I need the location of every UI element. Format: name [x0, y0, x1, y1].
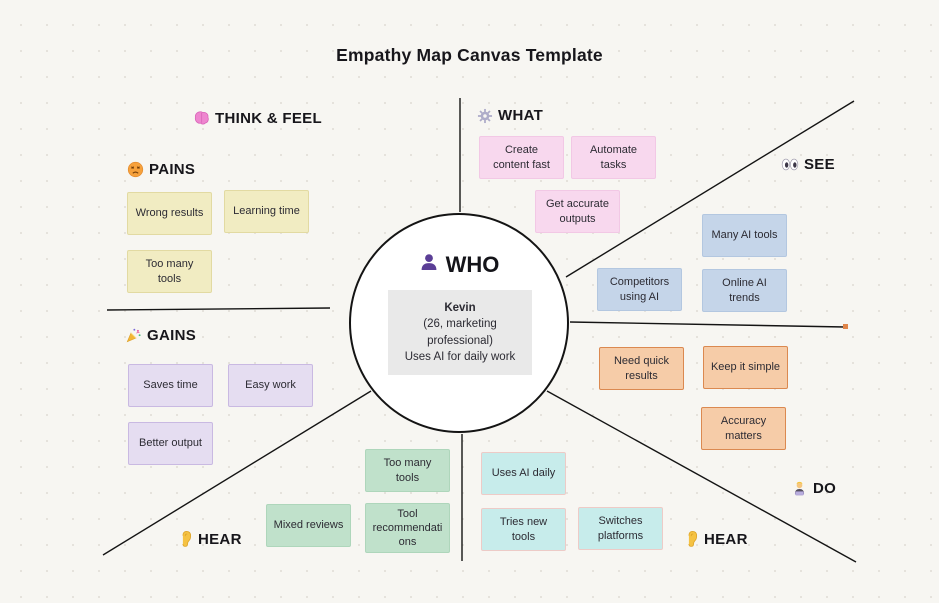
- connector-endpoint-dot: [843, 324, 848, 329]
- sticky-note-do[interactable]: Need quick results: [599, 347, 684, 390]
- section-header-do[interactable]: DO: [791, 480, 836, 497]
- sticky-note-hear[interactable]: Mixed reviews: [266, 504, 351, 547]
- sticky-note-see[interactable]: Online AI trends: [702, 269, 787, 312]
- persona-card[interactable]: Kevin (26, marketing professional) Uses …: [388, 290, 532, 375]
- sticky-note-what[interactable]: Create content fast: [479, 136, 564, 179]
- section-header-hear-left[interactable]: HEAR: [180, 530, 242, 548]
- sticky-note-hear[interactable]: Tries new tools: [481, 508, 566, 551]
- sticky-note-hear[interactable]: Switches platforms: [578, 507, 663, 550]
- sticky-note-what[interactable]: Get accurate outputs: [535, 190, 620, 233]
- sticky-note-pains[interactable]: Wrong results: [127, 192, 212, 235]
- sticky-note-see[interactable]: Many AI tools: [702, 214, 787, 257]
- sticky-note-pains[interactable]: Learning time: [224, 190, 309, 233]
- brain-icon: [193, 110, 210, 127]
- sticky-note-hear[interactable]: Too many tools: [365, 449, 450, 492]
- sticky-note-gains[interactable]: Easy work: [228, 364, 313, 407]
- persona-name: Kevin: [444, 302, 476, 315]
- section-header-label: HEAR: [704, 530, 748, 548]
- section-header-label: DO: [813, 480, 837, 497]
- sticky-note-hear[interactable]: Uses AI daily: [481, 452, 566, 495]
- sticky-note-gains[interactable]: Saves time: [128, 364, 213, 407]
- party-popper-icon: [125, 327, 142, 344]
- technologist-icon: [791, 480, 808, 497]
- section-header-who: WHO: [351, 252, 567, 278]
- ear-icon: [180, 530, 193, 548]
- section-header-label: WHO: [445, 252, 500, 277]
- sticky-note-gains[interactable]: Better output: [128, 422, 213, 465]
- section-header-gains[interactable]: GAINS: [125, 327, 196, 344]
- section-header-label: SEE: [804, 156, 835, 173]
- section-header-think-feel[interactable]: THINK & FEEL: [193, 110, 322, 127]
- eyes-icon: [781, 157, 799, 172]
- sticky-note-do[interactable]: Keep it simple: [703, 346, 788, 389]
- section-header-hear-right[interactable]: HEAR: [686, 530, 748, 548]
- page-title[interactable]: Empathy Map Canvas Template: [336, 45, 603, 65]
- who-circle[interactable]: WHO Kevin (26, marketing professional) U…: [349, 213, 569, 433]
- sticky-note-hear[interactable]: Tool recommendations: [365, 503, 450, 553]
- section-header-label: GAINS: [147, 327, 197, 344]
- sticky-note-pains[interactable]: Too many tools: [127, 250, 212, 293]
- section-header-label: HEAR: [198, 530, 242, 548]
- persona-usage: Uses AI for daily work: [404, 350, 516, 363]
- section-header-what[interactable]: WHAT: [477, 107, 543, 124]
- ear-icon: [686, 530, 699, 548]
- persona-details: (26, marketing professional): [423, 318, 497, 347]
- section-header-label: WHAT: [498, 107, 544, 124]
- section-header-see[interactable]: SEE: [781, 156, 835, 173]
- gear-icon: [477, 108, 493, 124]
- divider-left-horizontal: [106, 307, 331, 311]
- sticky-note-do[interactable]: Accuracy matters: [701, 407, 786, 450]
- sticky-note-what[interactable]: Automate tasks: [571, 136, 656, 179]
- sticky-note-see[interactable]: Competitors using AI: [597, 268, 682, 311]
- person-icon: [419, 252, 439, 278]
- divider-right-horizontal: [569, 321, 846, 328]
- section-header-label: PAINS: [149, 161, 196, 178]
- section-header-label: THINK & FEEL: [215, 110, 322, 127]
- weary-face-icon: [127, 161, 144, 178]
- section-header-pains[interactable]: PAINS: [127, 161, 195, 178]
